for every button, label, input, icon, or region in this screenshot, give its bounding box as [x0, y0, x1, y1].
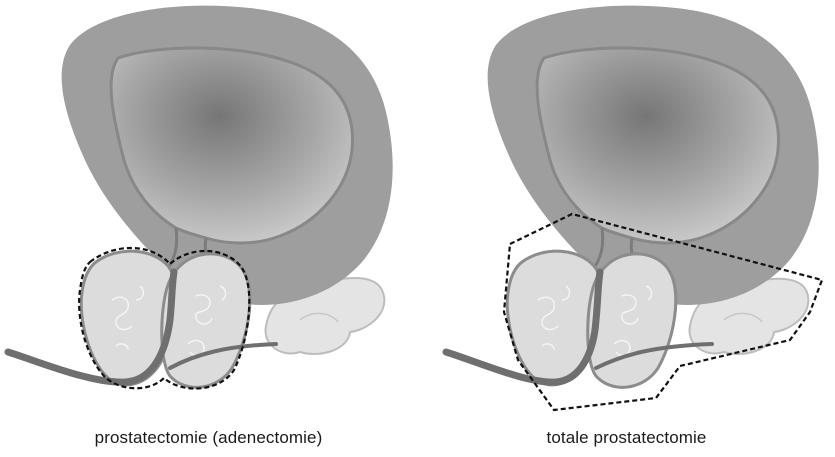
adenectomy-illustration	[0, 0, 417, 457]
panel-total-prostatectomy: totale prostatectomie	[418, 0, 835, 457]
panel-adenectomy: prostatectomie (adenectomie)	[0, 0, 417, 457]
panel-caption: prostatectomie (adenectomie)	[0, 428, 417, 448]
total-prostatectomy-illustration	[418, 0, 835, 457]
prostate-gland	[81, 251, 250, 387]
prostate-gland	[507, 251, 676, 387]
panel-caption: totale prostatectomie	[418, 428, 835, 448]
